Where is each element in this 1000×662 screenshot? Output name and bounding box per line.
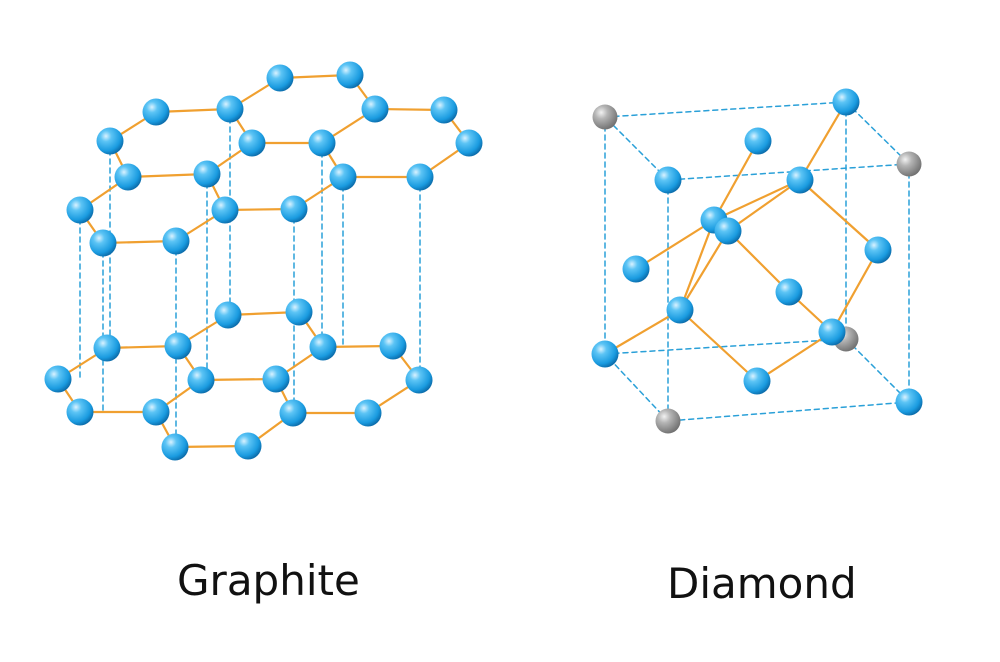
unit-cell-edge	[604, 338, 847, 355]
bond	[678, 229, 730, 312]
carbon-atom	[455, 129, 483, 157]
graphite-bonds	[56, 73, 471, 449]
bond	[798, 178, 880, 252]
carbon-atom	[832, 88, 860, 116]
graphite-structure	[44, 61, 483, 461]
carbon-atom	[238, 129, 266, 157]
carbon-atom	[379, 332, 407, 360]
carbon-atom	[142, 98, 170, 126]
carbon-atom	[818, 318, 846, 346]
carbon-atom	[354, 399, 382, 427]
bond	[712, 178, 802, 222]
unit-cell-edge	[845, 101, 910, 165]
unit-cell-edge	[667, 163, 910, 181]
carbon-atom	[744, 127, 772, 155]
carbon-atom	[329, 163, 357, 191]
carbon-atom	[187, 366, 215, 394]
carbon-atom	[743, 367, 771, 395]
carbon-atom	[161, 433, 189, 461]
bond	[830, 248, 880, 334]
unit-cell-edge	[667, 401, 910, 422]
bond	[678, 218, 716, 312]
unit-cell-edge	[845, 338, 910, 403]
carbon-atom	[308, 129, 336, 157]
carbon-atom	[430, 96, 458, 124]
bond	[678, 308, 759, 383]
carbon-atom	[44, 365, 72, 393]
diamond-unit-cell-edges	[604, 101, 910, 422]
unit-cell-edge	[604, 353, 669, 422]
corner-atom	[655, 408, 681, 434]
carbon-atom	[895, 388, 923, 416]
bond	[755, 330, 834, 383]
carbon-atom	[66, 398, 94, 426]
graphite-label: Graphite	[177, 556, 360, 605]
carbon-atom	[285, 298, 313, 326]
bond	[726, 229, 791, 294]
carbon-atom	[775, 278, 803, 306]
carbon-atom	[309, 333, 337, 361]
carbon-atom	[666, 296, 694, 324]
corner-atom	[896, 151, 922, 177]
bond	[712, 139, 760, 222]
carbon-atom	[622, 255, 650, 283]
corner-atom	[592, 104, 618, 130]
carbon-atom	[234, 432, 262, 460]
bond	[634, 218, 716, 271]
graphite-atoms	[44, 61, 483, 461]
carbon-atom	[211, 196, 239, 224]
unit-cell-edge	[604, 101, 847, 118]
carbon-atom	[162, 227, 190, 255]
carbon-atom	[262, 365, 290, 393]
carbon-atom	[93, 334, 121, 362]
diamond-bonds	[603, 100, 880, 383]
carbon-atom	[406, 163, 434, 191]
carbon-atom	[214, 301, 242, 329]
carbon-atom	[405, 366, 433, 394]
unit-cell-edge	[604, 116, 669, 181]
carbon-atom	[216, 95, 244, 123]
carbon-atom	[591, 340, 619, 368]
bond	[603, 308, 682, 356]
carbon-atom	[654, 166, 682, 194]
carbon-atom	[280, 195, 308, 223]
carbon-atom	[336, 61, 364, 89]
carbon-atom	[714, 217, 742, 245]
graphite-interlayer-links	[79, 108, 421, 448]
carbon-atom	[786, 166, 814, 194]
diamond-atoms	[591, 88, 923, 434]
carbon-atom	[266, 64, 294, 92]
diamond-label: Diamond	[667, 559, 857, 608]
diamond-structure	[591, 88, 923, 434]
carbon-atom	[279, 399, 307, 427]
carbon-atom	[114, 163, 142, 191]
carbon-atom	[361, 95, 389, 123]
carbon-atom	[193, 160, 221, 188]
carbon-atom	[164, 332, 192, 360]
carbon-atom	[66, 196, 94, 224]
carbon-atom	[864, 236, 892, 264]
bond	[798, 100, 848, 182]
carbon-atom	[142, 398, 170, 426]
carbon-atom	[89, 229, 117, 257]
carbon-atom	[96, 127, 124, 155]
bond	[726, 178, 802, 233]
